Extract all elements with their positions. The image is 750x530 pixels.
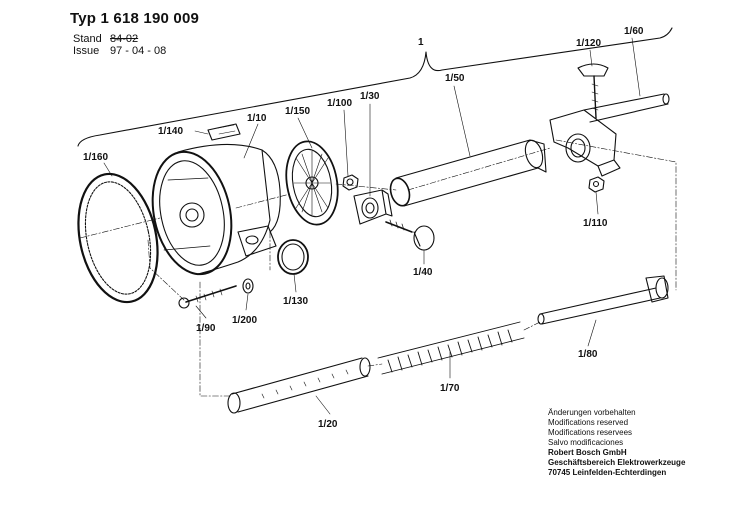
issue-label: Issue — [73, 45, 100, 57]
spring-1-70 — [377, 321, 525, 375]
nut-1-110 — [588, 176, 605, 193]
part-label-1-150: 1/150 — [285, 106, 310, 117]
o-ring-1-130 — [277, 239, 309, 275]
label-plate-1-140 — [207, 123, 241, 141]
part-label-1-30: 1/30 — [360, 91, 380, 102]
note-line: Modifications reservees — [548, 428, 633, 437]
part-label-1-140: 1/140 — [158, 126, 183, 137]
washer-1-200 — [242, 278, 254, 294]
gasket-ring-1-160 — [77, 172, 159, 304]
notes-block: Änderungen vorbehalten Modifications res… — [548, 408, 685, 478]
part-label-1-110: 1/110 — [583, 218, 608, 229]
assembly-axis-lines — [79, 139, 677, 397]
part-label-1-160: 1/160 — [83, 152, 108, 163]
issue-value: 97 - 04 - 08 — [110, 45, 167, 57]
bracket-1-60 — [549, 93, 670, 177]
part-label-1-90: 1/90 — [196, 323, 216, 334]
part-labels: 1 1/160 1/140 1/10 1/150 1/100 1/30 1/50… — [83, 26, 644, 430]
thumb-screw-1-120 — [577, 63, 609, 119]
note-line: Modifications reserved — [548, 418, 629, 427]
stand-label: Stand — [73, 33, 102, 45]
leader-lines — [103, 37, 641, 415]
nut-1-100 — [342, 174, 359, 191]
assembly-number-label: 1 — [418, 37, 424, 48]
scale-tube-1-20 — [227, 357, 371, 414]
company-address: 70745 Leinfelden-Echterdingen — [548, 468, 667, 477]
stand-row: Stand 84-02 — [73, 33, 138, 45]
stand-value: 84-02 — [110, 33, 139, 45]
guide-rod-1-80 — [537, 275, 669, 325]
company-name: Robert Bosch GmbH — [548, 448, 627, 457]
tube-1-50 — [389, 139, 547, 207]
note-line: Änderungen vorbehalten — [548, 408, 636, 417]
issue-row: Issue 97 - 04 - 08 — [73, 45, 166, 57]
note-line: Salvo modificaciones — [548, 438, 624, 447]
lamp-housing-1-10 — [151, 143, 281, 276]
part-label-1-10: 1/10 — [247, 113, 267, 124]
fan-wheel-1-150 — [285, 140, 339, 226]
part-label-1-130: 1/130 — [283, 296, 308, 307]
assembly-brace — [77, 27, 673, 147]
part-label-1-100: 1/100 — [327, 98, 352, 109]
part-label-1-50: 1/50 — [445, 73, 465, 84]
part-label-1-70: 1/70 — [440, 383, 460, 394]
part-label-1-40: 1/40 — [413, 267, 433, 278]
part-label-1-200: 1/200 — [232, 315, 257, 326]
screw-1-90 — [178, 285, 237, 309]
part-label-1-60: 1/60 — [624, 26, 644, 37]
diagram-title: Typ 1 618 190 009 — [70, 10, 200, 27]
part-label-1-20: 1/20 — [318, 419, 338, 430]
part-label-1-80: 1/80 — [578, 349, 598, 360]
clamp-1-30 — [353, 189, 393, 225]
company-division: Geschäftsbereich Elektrowerkzeuge — [548, 458, 686, 467]
part-label-1-120: 1/120 — [576, 38, 601, 49]
knob-screw-1-40 — [385, 219, 435, 251]
